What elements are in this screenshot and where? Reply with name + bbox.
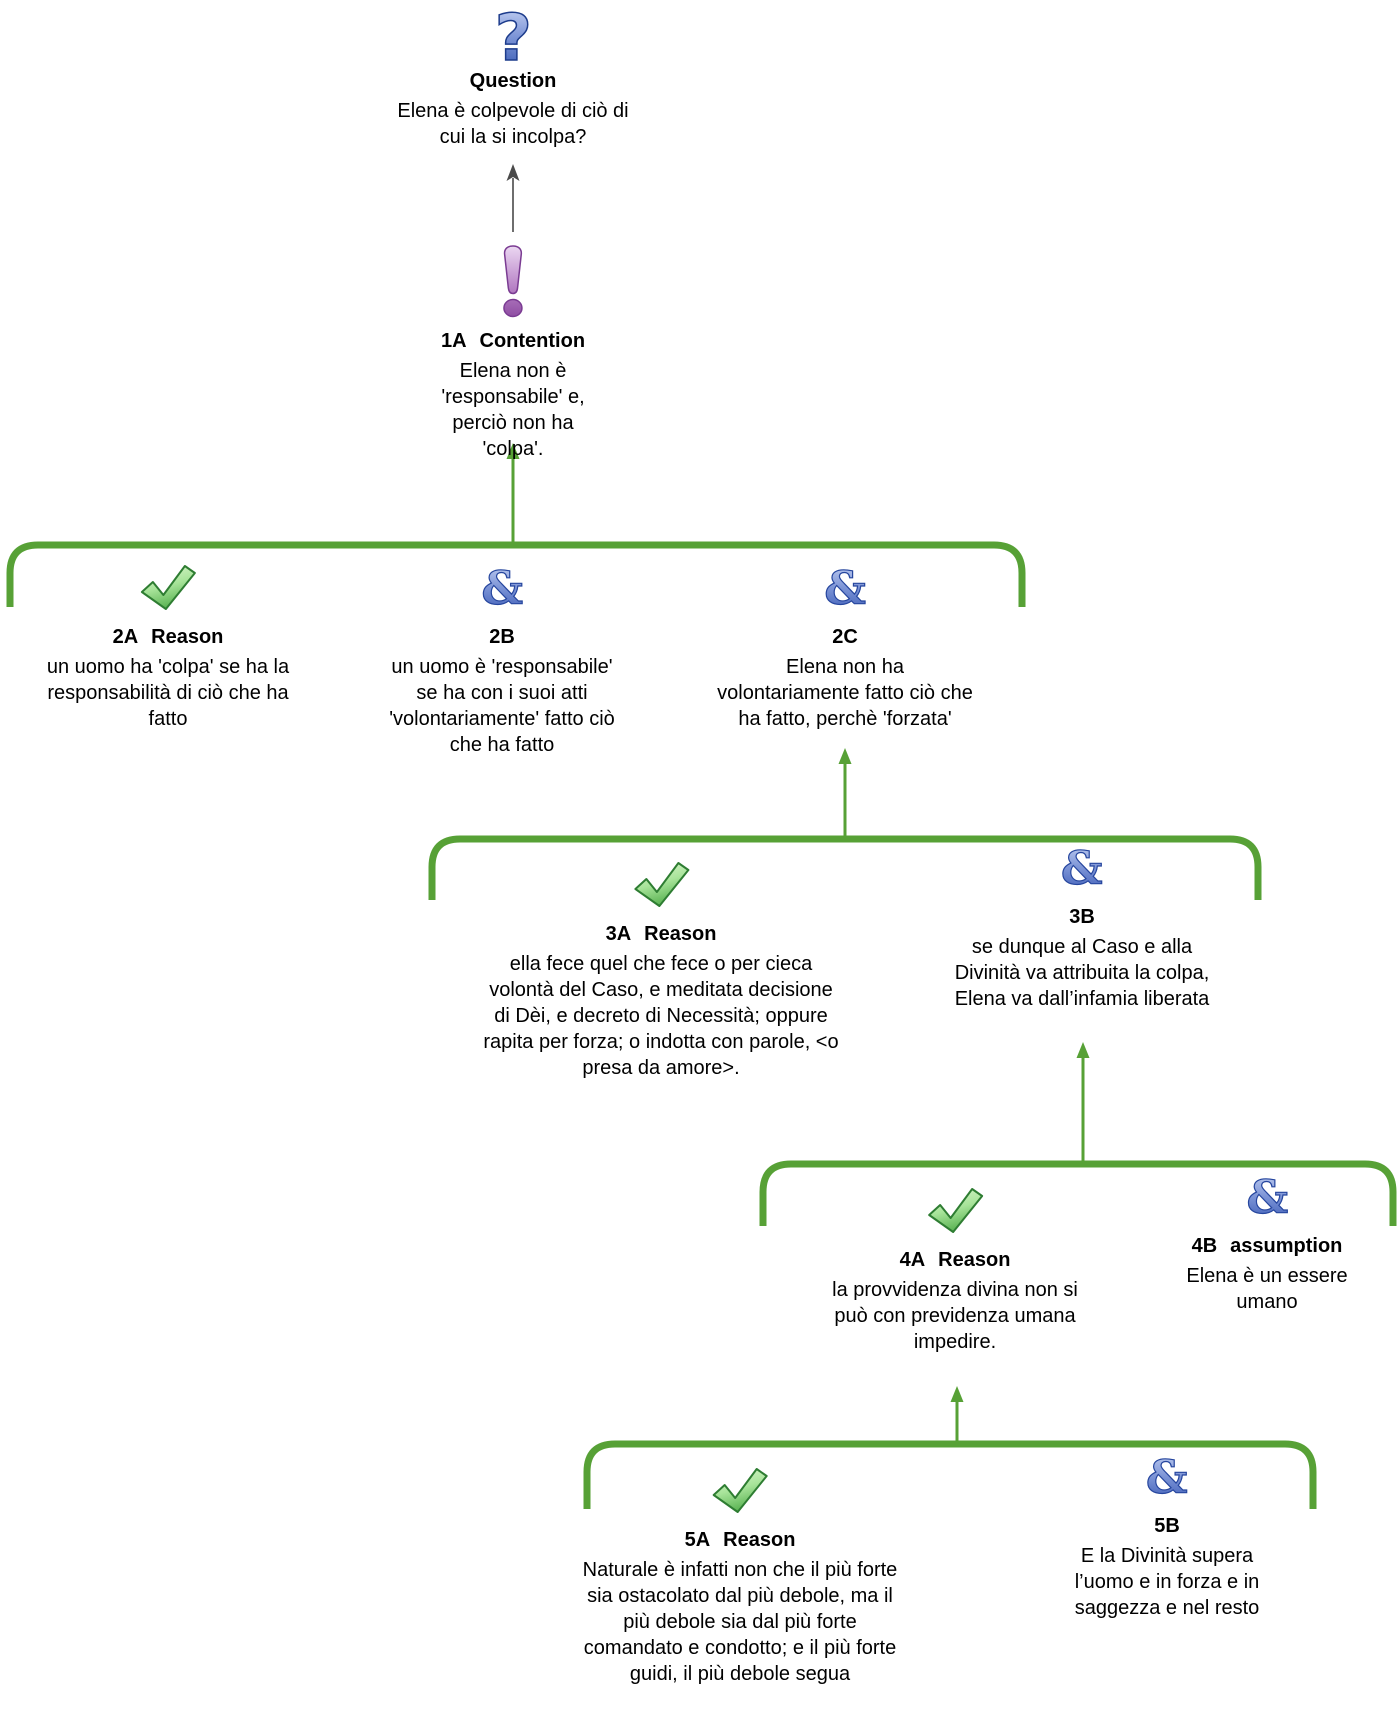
node-text: un uomo ha 'colpa' se ha la responsabili… bbox=[46, 656, 290, 730]
node-id: 5A bbox=[684, 1529, 711, 1551]
ampersand-icon: & bbox=[1146, 1457, 1189, 1499]
node-title: 3B bbox=[1069, 904, 1095, 930]
node-text: Elena non è 'responsabile' e, perciò non… bbox=[441, 360, 585, 460]
node-id: 1A bbox=[440, 330, 467, 352]
check-icon bbox=[712, 1468, 768, 1513]
arrow-group3-to-2c bbox=[838, 748, 852, 839]
check-icon bbox=[141, 565, 196, 610]
svg-text:&: & bbox=[1061, 848, 1103, 890]
svg-text:&: & bbox=[481, 568, 523, 610]
node-id: 3A bbox=[605, 923, 632, 945]
node-title: 2B bbox=[489, 624, 515, 650]
node-id: 3B bbox=[1069, 906, 1095, 928]
bracket-level-5 bbox=[583, 1440, 1317, 1509]
node-text: Elena è un essere umano bbox=[1186, 1265, 1348, 1313]
node-text: ella fece quel che fece o per cieca volo… bbox=[483, 953, 839, 1079]
node-text: Elena è colpevole di ciò di cui la si in… bbox=[397, 100, 629, 148]
check-icon bbox=[927, 1188, 983, 1233]
ampersand-icon: & bbox=[1061, 848, 1104, 890]
node-id: 2B bbox=[489, 626, 515, 648]
ampersand-icon: & bbox=[824, 568, 867, 610]
node-text: Elena non ha volontariamente fatto ciò c… bbox=[717, 656, 973, 730]
node-title: 3A Reason bbox=[606, 921, 717, 947]
node-id: 2A bbox=[112, 626, 139, 648]
bracket-level-2 bbox=[6, 541, 1026, 607]
node-reason-5a[interactable]: 5A Reason Naturale è infatti non che il … bbox=[582, 1465, 898, 1687]
node-contention-1a[interactable]: 1A Contention Elena non è 'responsabile'… bbox=[441, 244, 585, 462]
node-id: 5B bbox=[1154, 1515, 1180, 1537]
node-title: 5A Reason bbox=[685, 1527, 796, 1553]
node-type-label: Contention bbox=[479, 330, 586, 352]
node-type-label: assumption bbox=[1230, 1235, 1343, 1257]
node-type-label: Reason bbox=[723, 1529, 796, 1551]
arrow-group2-to-contention bbox=[506, 443, 520, 545]
arrow-contention-to-question bbox=[506, 164, 520, 232]
svg-text:&: & bbox=[1146, 1457, 1188, 1499]
node-type-label: Reason bbox=[644, 923, 717, 945]
svg-text:&: & bbox=[1246, 1177, 1288, 1219]
node-reason-3a[interactable]: 3A Reason ella fece quel che fece o per … bbox=[483, 859, 839, 1081]
node-text: se dunque al Caso e alla Divinità va att… bbox=[954, 936, 1210, 1010]
node-title: 1A Contention bbox=[441, 328, 585, 354]
node-type-label: Reason bbox=[938, 1249, 1011, 1271]
svg-text:&: & bbox=[824, 568, 866, 610]
node-and-3b[interactable]: & 3B se dunque al Caso e alla Divinità v… bbox=[955, 848, 1210, 1012]
ampersand-icon: & bbox=[481, 568, 524, 610]
node-id: 2C bbox=[832, 626, 858, 648]
svg-text:?: ? bbox=[494, 8, 531, 64]
node-title: 5B bbox=[1154, 1513, 1180, 1539]
node-title: 4B assumption bbox=[1192, 1233, 1343, 1259]
node-question[interactable]: ? Question Elena è colpevole di ciò di c… bbox=[397, 8, 628, 150]
node-reason-4a[interactable]: 4A Reason la provvidenza divina non si p… bbox=[832, 1185, 1078, 1355]
node-title: 2C bbox=[832, 624, 858, 650]
node-text: un uomo è 'responsabile' se ha con i suo… bbox=[389, 656, 615, 756]
check-icon bbox=[633, 862, 689, 907]
node-text: la provvidenza divina non si può con pre… bbox=[832, 1279, 1078, 1353]
node-reason-2a[interactable]: 2A Reason un uomo ha 'colpa' se ha la re… bbox=[47, 562, 289, 732]
ampersand-icon: & bbox=[1246, 1177, 1289, 1219]
question-mark-icon: ? bbox=[494, 8, 533, 64]
node-title: Question bbox=[470, 68, 557, 94]
node-text: Naturale è infatti non che il più forte … bbox=[582, 1559, 898, 1685]
exclamation-icon bbox=[503, 245, 523, 318]
node-type-label: Reason bbox=[151, 626, 224, 648]
bracket-level-4 bbox=[759, 1160, 1397, 1226]
node-and-5b[interactable]: & 5B E la Divinità supera l’uomo e in fo… bbox=[1075, 1457, 1260, 1621]
node-title: 4A Reason bbox=[900, 1247, 1011, 1273]
node-type-label: Question bbox=[469, 70, 557, 92]
node-text: E la Divinità supera l’uomo e in forza e… bbox=[1074, 1545, 1260, 1619]
arrow-group4-to-3b bbox=[1076, 1042, 1090, 1164]
node-and-2c[interactable]: & 2C Elena non ha volontariamente fatto … bbox=[717, 568, 973, 732]
node-assumption-4b[interactable]: & 4B assumption Elena è un essere umano bbox=[1186, 1177, 1347, 1315]
node-id: 4B bbox=[1191, 1235, 1218, 1257]
arrow-group5-to-4a bbox=[950, 1386, 964, 1444]
node-and-2b[interactable]: & 2B un uomo è 'responsabile' se ha con … bbox=[389, 568, 615, 758]
node-id: 4A bbox=[899, 1249, 926, 1271]
node-title: 2A Reason bbox=[113, 624, 224, 650]
